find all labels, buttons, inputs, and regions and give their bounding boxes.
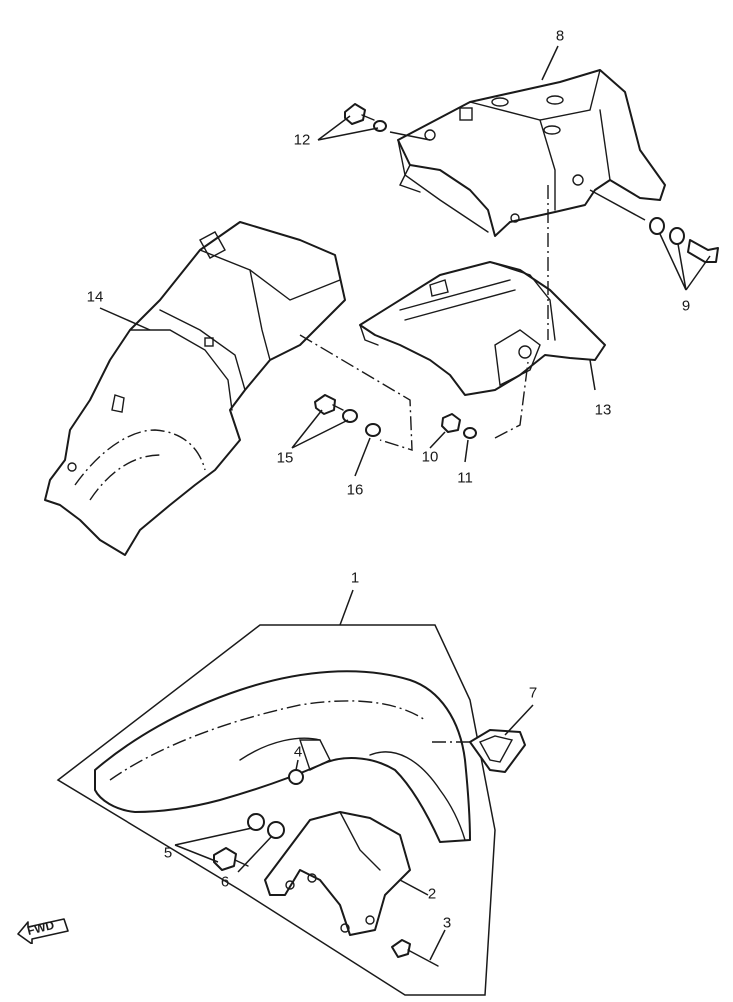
callout-15: 15 [276,449,294,467]
part-3-screw [391,939,439,967]
callout-4: 4 [293,743,303,761]
callout-2: 2 [427,885,437,903]
callout-8: 8 [555,27,565,45]
part-13-inner-fender [359,261,606,396]
callout-12: 12 [293,131,311,149]
direction-arrow-icon [17,918,69,944]
part-7-reflector [469,729,526,773]
nut-10-washer-11 [441,413,477,439]
bolt-9 [649,217,719,263]
callout-7: 7 [528,684,538,702]
callout-1: 1 [350,569,360,587]
callout-11: 11 [457,469,473,487]
part-1-front-fender [56,624,496,996]
callout-3: 3 [442,914,452,932]
washer-6 [267,821,285,839]
part-8-rear-fender-bracket [397,69,666,237]
bolt-5 [213,813,265,871]
callout-5: 5 [163,844,173,862]
callout-13: 13 [594,401,612,419]
washer-4 [288,769,304,785]
part-14-rear-mudguard [44,221,346,556]
callout-14: 14 [86,288,104,306]
callout-6: 6 [220,873,230,891]
part-2-fender-stay [264,811,411,936]
callout-9: 9 [681,297,691,315]
bolt-12 [344,103,387,132]
callout-16: 16 [346,481,364,499]
callout-10: 10 [421,448,439,466]
leader-lines [99,45,711,961]
bolt-15 [314,394,381,437]
